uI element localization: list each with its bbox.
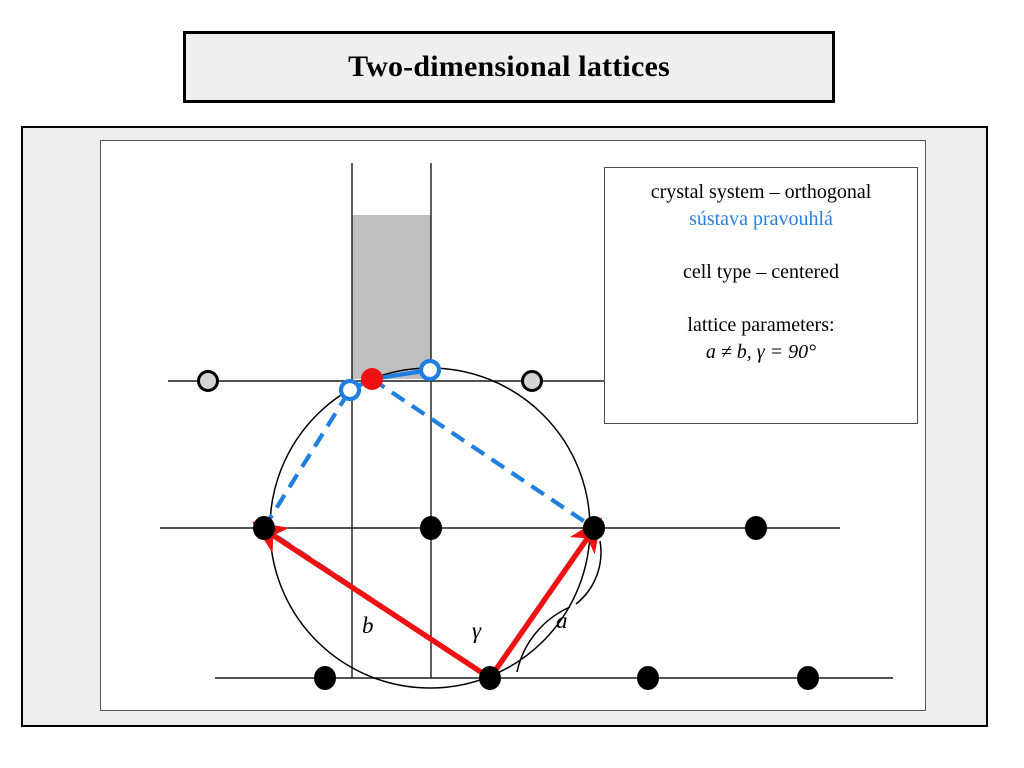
cell-type-label: cell type – centered bbox=[682, 261, 840, 283]
info-spacer-2 bbox=[605, 286, 917, 312]
info-panel: crystal system – orthogonal sústava prav… bbox=[604, 167, 918, 424]
crystal-system-slovak-label: sústava pravouhlá bbox=[689, 208, 833, 230]
title-banner: Two-dimensional lattices bbox=[183, 31, 835, 103]
lattice-parameters-label: lattice parameters: bbox=[687, 314, 835, 336]
info-spacer-1 bbox=[605, 233, 917, 259]
crystal-system-label: crystal system – orthogonal bbox=[650, 181, 872, 203]
lattice-parameters-value: a ≠ b, γ = 90° bbox=[705, 341, 817, 363]
page-title: Two-dimensional lattices bbox=[348, 50, 670, 83]
